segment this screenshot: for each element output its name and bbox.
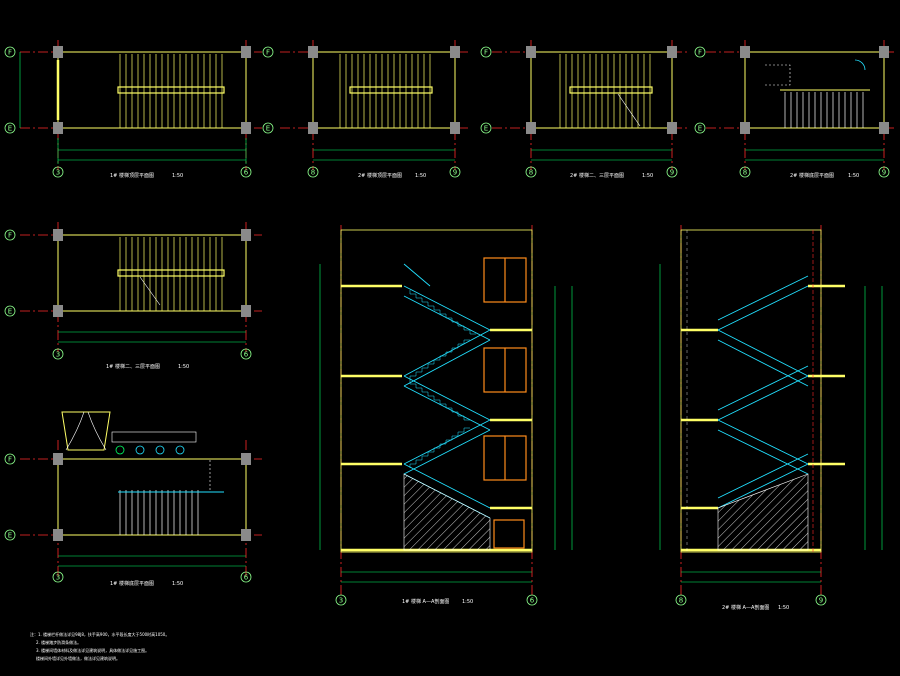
grid-bubble-6 [526,594,538,606]
grid-bubble-9 [815,594,827,606]
scale-label: 1:50 [462,599,473,605]
grid-label-8: 8 [743,169,747,177]
note-line: 楼梯间外墙详见外墙做法，做法详见建筑说明。 [36,655,120,661]
grid-label-F: F [8,456,12,464]
plan-5: F E 3 6 1# 楼梯二、三层平面图 1:50 [4,222,262,370]
scale-label: 1:50 [172,173,183,179]
grid-label-3: 3 [339,597,343,605]
grid-bubble-F [480,46,492,58]
grid-bubble-8 [525,166,537,178]
grid-bubble-9 [878,166,890,178]
scale-label: 1:50 [778,605,789,611]
grid-bubble-E [4,529,16,541]
grid-label-F: F [484,49,488,57]
grid-label-9: 9 [670,169,674,177]
grid-bubble-E [694,122,706,134]
grid-bubble-F [4,453,16,465]
plan-4: F E 8 9 2# 楼梯底层平面图 1:50 [694,40,894,179]
general-notes: 注：1. 楼梯栏杆做法详见98J8，扶手高900，水平段长度大于500时高105… [30,631,169,661]
note-line: 注：1. 楼梯栏杆做法详见98J8，扶手高900，水平段长度大于500时高105… [30,631,169,637]
section-1: 3 6 1# 楼梯 A—A剖面图 1:50 [319,225,573,606]
grid-label-E: E [8,125,12,133]
grid-bubble-E [262,122,274,134]
grid-label-F: F [266,49,270,57]
scale-label: 1:50 [172,581,183,587]
plan-title: 2# 楼梯底层平面图 [790,172,834,179]
plan-title: 1# 楼梯底层平面图 [110,580,154,587]
grid-label-E: E [266,125,270,133]
grid-bubble-8 [675,594,687,606]
scale-label: 1:50 [415,173,426,179]
plan-title: 1# 楼梯二、三层平面图 [106,363,160,370]
grid-label-E: E [8,308,12,316]
grid-label-9: 9 [882,169,886,177]
scale-label: 1:50 [848,173,859,179]
grid-label-9: 9 [819,597,823,605]
grid-bubble-6 [240,348,252,360]
grid-bubble-3 [52,348,64,360]
section-title: 2# 楼梯 A—A剖面图 [722,604,769,611]
grid-label-6: 6 [530,597,535,605]
grid-bubble-E [4,122,16,134]
plan-title: 1# 楼梯顶层平面图 [110,172,154,179]
note-line: 3. 楼梯间墙体材料及做法详见建筑说明，具体做法详见施工图。 [36,647,149,653]
plan-6: F E 3 6 1# 楼梯底层平面图 1:50 [4,411,262,587]
grid-bubble-F [4,229,16,241]
grid-label-8: 8 [311,169,315,177]
grid-label-3: 3 [56,351,60,359]
grid-label-F: F [698,49,702,57]
scale-label: 1:50 [178,364,189,370]
section-title: 1# 楼梯 A—A剖面图 [402,598,449,605]
scale-label: 1:50 [642,173,653,179]
plan-1: F E 3 6 1# 楼梯顶层平面图 1:50 [4,40,262,179]
grid-bubble-3 [52,166,64,178]
grid-bubble-6 [240,571,252,583]
note-line: 2. 楼梯踏步防滑条做法。 [36,639,81,645]
grid-label-F: F [8,49,12,57]
grid-bubble-E [480,122,492,134]
grid-bubble-3 [52,571,64,583]
grid-label-F: F [8,232,12,240]
grid-bubble-8 [307,166,319,178]
grid-label-9: 9 [453,169,457,177]
grid-bubble-9 [666,166,678,178]
grid-label-E: E [698,125,702,133]
grid-label-E: E [484,125,488,133]
grid-label-6: 6 [244,169,249,177]
grid-bubble-F [262,46,274,58]
grid-label-3: 3 [56,169,60,177]
grid-bubble-8 [739,166,751,178]
grid-label-E: E [8,532,12,540]
section-2: 8 9 2# 楼梯 A—A剖面图 1:50 [659,225,883,611]
grid-label-3: 3 [56,574,60,582]
grid-bubble-9 [449,166,461,178]
plan-3: F E 8 9 2# 楼梯二、三层平面图 1:50 [480,40,688,179]
grid-label-8: 8 [529,169,533,177]
grid-bubble-3 [335,594,347,606]
plan-2: F E 8 9 2# 楼梯顶层平面图 1:50 [262,40,468,179]
grid-label-6: 6 [244,351,249,359]
grid-bubble-F [4,46,16,58]
grid-bubble-6 [240,166,252,178]
grid-label-6: 6 [244,574,249,582]
grid-bubble-F [694,46,706,58]
grid-bubble-E [4,305,16,317]
grid-label-8: 8 [679,597,683,605]
plan-title: 2# 楼梯顶层平面图 [358,172,402,179]
plan-title: 2# 楼梯二、三层平面图 [570,172,624,179]
